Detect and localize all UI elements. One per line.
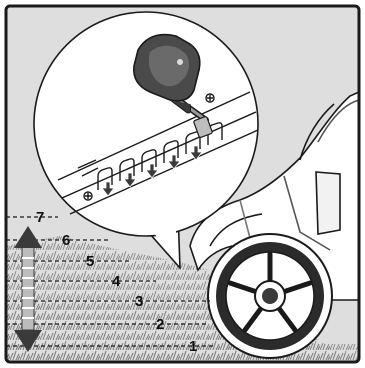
level-label-1: 1 xyxy=(189,338,197,355)
level-label-4: 4 xyxy=(112,273,121,290)
level-label-5: 5 xyxy=(86,253,94,270)
level-label-3: 3 xyxy=(135,293,143,310)
level-label-7: 7 xyxy=(36,209,44,226)
level-label-2: 2 xyxy=(156,316,164,333)
wheel-icon xyxy=(208,234,332,358)
level-label-6: 6 xyxy=(62,232,70,249)
